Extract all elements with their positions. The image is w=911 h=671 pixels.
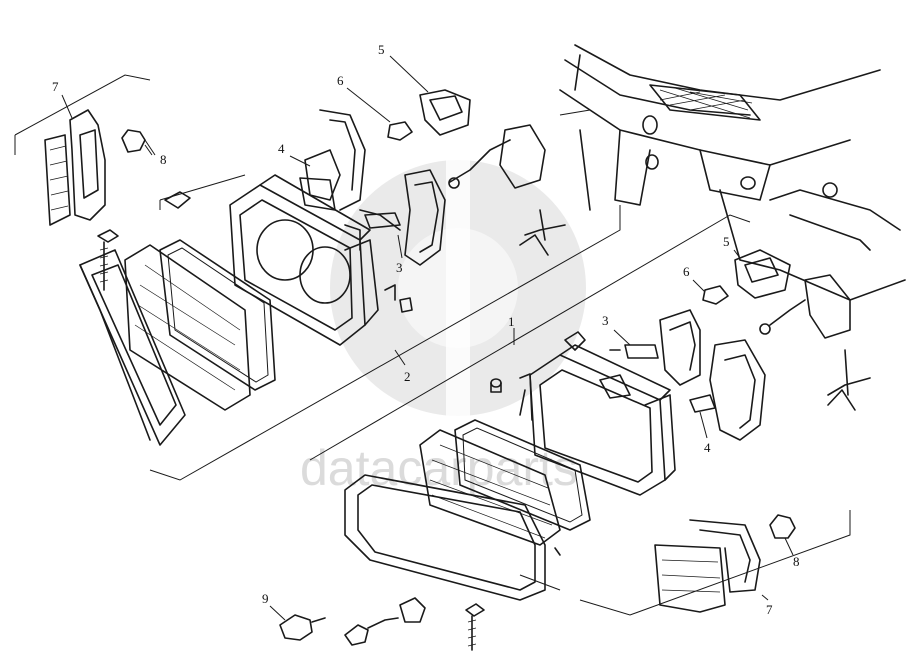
watermark-text: datacarparts [300, 440, 578, 496]
lower-mounting-clip [490, 331, 586, 393]
upper-lens [124, 244, 251, 411]
callout-2: 2 [404, 369, 411, 384]
callout-7-top: 7 [52, 79, 59, 94]
lower-bulb-holder [609, 309, 766, 441]
side-marker-lamp-top [14, 74, 156, 226]
callout-1: 1 [508, 314, 515, 329]
callout-8-top: 8 [160, 152, 167, 167]
small-lamp-parts [279, 597, 426, 646]
upper-connector-bulb [387, 89, 566, 256]
vehicle-front-body [559, 44, 906, 301]
callout-6-bottom: 6 [683, 264, 690, 279]
mounting-bolt-bottom [465, 603, 485, 651]
side-marker-lamp-bottom [654, 514, 796, 613]
callout-3-bottom: 3 [602, 313, 609, 328]
mounting-bolt-left [97, 229, 119, 291]
callout-labels: 7 8 4 5 6 3 2 1 3 5 6 4 8 7 9 [52, 42, 800, 617]
callout-5-top: 5 [378, 42, 385, 57]
upper-headlamp-housing [229, 174, 379, 346]
lower-bezel-frame [344, 474, 561, 601]
group-boundary-1 [309, 214, 851, 616]
callout-4-bottom: 4 [704, 440, 711, 455]
lower-connector-bulb [702, 249, 871, 411]
upper-bezel-frame [79, 249, 186, 446]
leader-lines [61, 55, 794, 621]
lower-headlamp-housing [519, 344, 676, 496]
callout-6-top: 6 [337, 73, 344, 88]
callout-3-top: 3 [396, 260, 403, 275]
callout-8-bottom: 8 [793, 554, 800, 569]
upper-bulb-holder [304, 109, 446, 313]
upper-gasket [159, 239, 276, 391]
callout-9: 9 [262, 591, 269, 606]
lower-gasket [454, 419, 591, 531]
lower-lens [419, 429, 561, 546]
watermark: datacarparts [300, 160, 586, 496]
callout-7-bottom: 7 [766, 602, 773, 617]
callout-4-top: 4 [278, 141, 285, 156]
callout-5-bottom: 5 [723, 234, 730, 249]
upper-mounting-clip [164, 191, 191, 209]
